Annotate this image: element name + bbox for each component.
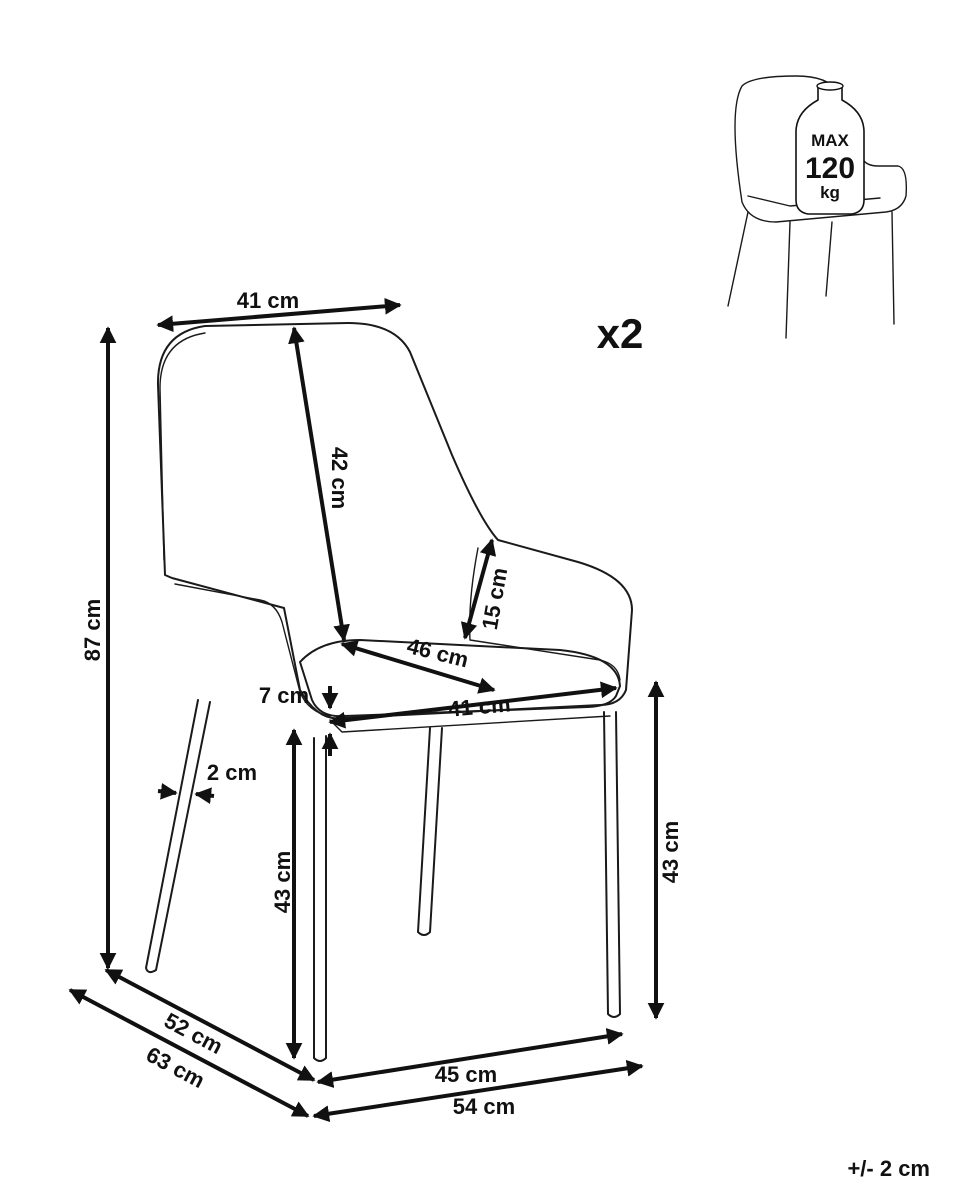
leg-back-left [145,699,211,974]
label-total-width: 54 cm [453,1094,515,1119]
dim-armrest-height [460,538,497,640]
icon-chair-back [734,75,908,223]
left-armrest-line [174,583,331,717]
quantity-label: x2 [597,310,644,357]
label-leg-thickness: 2 cm [207,760,257,785]
icon-chair-legs [727,211,895,339]
dim-total-width [312,1059,644,1123]
leg-front-left [313,735,327,1062]
max-load-value: 120 [805,152,855,185]
max-load-line1: MAX [811,131,849,150]
dim-back-height [288,326,350,642]
dimension-lines [68,297,665,1123]
label-seat-thickness: 7 cm [259,683,309,708]
leg-back-right [417,727,443,936]
dim-back-width [156,297,402,333]
dimension-labels: 41 cm 42 cm 87 cm 15 cm 46 cm 41 cm 7 cm… [80,288,683,1119]
dim-total-depth [68,988,310,1118]
leg-front-right [603,711,621,1018]
max-load-icon: MAX 120 kg [727,75,908,339]
max-load-unit: kg [820,183,840,202]
icon-weight-vase [795,87,865,215]
dim-leg-left-tick [157,782,178,800]
label-back-width: 41 cm [237,288,299,313]
label-total-height: 87 cm [80,599,105,661]
label-front-width: 45 cm [435,1062,497,1087]
dim-leg-right-tick [194,787,215,805]
label-back-height: 42 cm [327,447,352,509]
label-seat-width: 41 cm [447,691,511,721]
tolerance-note: +/- 2 cm [847,1156,930,1181]
dim-seat-width [328,681,618,729]
label-seat-height-side: 43 cm [658,821,683,883]
backrest-inner-line [159,332,206,561]
label-seat-height-front: 43 cm [270,851,295,913]
chair-drawing [145,322,633,1062]
